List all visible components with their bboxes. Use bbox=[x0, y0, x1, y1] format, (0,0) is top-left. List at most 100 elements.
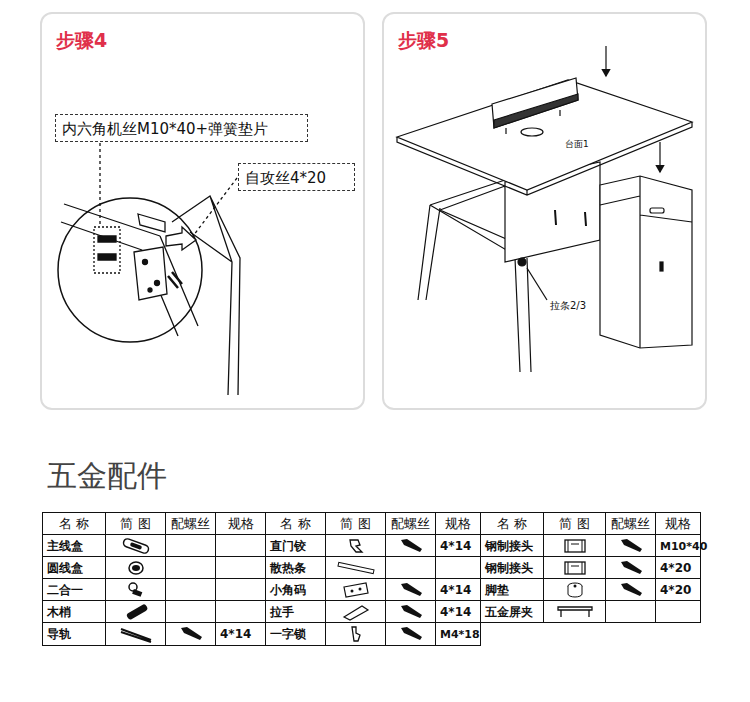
screw-icon bbox=[391, 537, 431, 555]
screw-icon-part bbox=[401, 627, 422, 640]
table-cell: 简 图 bbox=[543, 512, 606, 535]
table-cell-text: 主线盒 bbox=[47, 537, 83, 554]
desk-drawing bbox=[397, 46, 692, 372]
box-icon bbox=[116, 537, 156, 555]
screw-icon-part bbox=[621, 583, 642, 596]
table-cell-text: 二合一 bbox=[47, 581, 83, 598]
table-cell-text: 4*14 bbox=[440, 605, 471, 619]
screw-icon-part bbox=[621, 539, 642, 552]
table-cell-text: M4*18 bbox=[440, 628, 480, 641]
table-header: 规格 bbox=[445, 515, 471, 533]
screw-frame bbox=[94, 227, 120, 273]
foot-icon bbox=[555, 581, 595, 599]
leader-line bbox=[99, 143, 100, 226]
table-cell bbox=[325, 556, 386, 579]
hole bbox=[143, 260, 148, 265]
table-cell bbox=[215, 534, 266, 557]
table-cell bbox=[605, 534, 656, 557]
table-cell: 导轨 bbox=[42, 622, 106, 646]
table-cell bbox=[165, 600, 216, 623]
screw-icon bbox=[611, 537, 651, 555]
table-cell: 木梢 bbox=[42, 600, 106, 623]
handle-icon-part bbox=[344, 606, 368, 620]
cable-hole bbox=[521, 128, 543, 136]
direction-arrow bbox=[166, 227, 196, 250]
arrow bbox=[605, 46, 606, 76]
table-cell bbox=[165, 556, 216, 579]
cabinet bbox=[600, 176, 692, 348]
table-cell bbox=[385, 534, 436, 557]
table-cell: M10*40 bbox=[655, 534, 701, 557]
callout-box: 自攻丝4*20 bbox=[238, 163, 355, 191]
table-cell: 直门铰 bbox=[265, 534, 326, 557]
table-cell-text: 4*14 bbox=[440, 583, 471, 597]
table-cell-text: 一字锁 bbox=[270, 626, 306, 643]
table-cell: 主线盒 bbox=[42, 534, 106, 557]
screw-icon bbox=[611, 581, 651, 599]
table-cell bbox=[215, 600, 266, 623]
table-cell: 规格 bbox=[655, 512, 701, 535]
table-cell: 五金屏夹 bbox=[480, 600, 544, 623]
frame-leg bbox=[172, 196, 240, 395]
table-cell: 圆线盒 bbox=[42, 556, 106, 579]
table-cell: 简 图 bbox=[105, 512, 166, 535]
table-header: 规格 bbox=[228, 515, 254, 533]
bolt bbox=[98, 236, 116, 260]
table-cell: 配螺丝 bbox=[165, 512, 216, 535]
dowel-icon bbox=[116, 603, 156, 621]
step-title: 步骤4 bbox=[56, 28, 107, 54]
joint-icon-part bbox=[565, 540, 585, 552]
arrow bbox=[659, 142, 660, 172]
bracket bbox=[138, 214, 165, 232]
table-cell bbox=[325, 622, 386, 646]
table-cell: 规格 bbox=[435, 512, 481, 535]
table-cell bbox=[385, 600, 436, 623]
table-cell: 二合一 bbox=[42, 578, 106, 601]
leader-line bbox=[527, 268, 547, 300]
table-cell-text: M10*40 bbox=[660, 539, 707, 552]
corner-icon-part bbox=[344, 583, 368, 597]
table-header: 配螺丝 bbox=[611, 515, 650, 533]
table-cell: 钢制接头 bbox=[480, 534, 544, 557]
table-cell bbox=[105, 600, 166, 623]
table-cell: 4*14 bbox=[435, 534, 481, 557]
part-label: 台面1 bbox=[564, 138, 590, 151]
table-cell bbox=[105, 534, 166, 557]
box-icon-part bbox=[129, 542, 142, 550]
table-cell bbox=[543, 578, 606, 601]
table-cell: M4*18 bbox=[435, 622, 481, 646]
table-cell: 名 称 bbox=[265, 512, 326, 535]
handle-icon bbox=[336, 603, 376, 621]
table-header: 配螺丝 bbox=[171, 515, 210, 533]
detail-circle bbox=[58, 198, 202, 342]
table-cell bbox=[655, 600, 701, 623]
desktop-edge bbox=[397, 122, 692, 195]
table-cell: 4*14 bbox=[215, 622, 266, 646]
table-cell-text: 散热条 bbox=[270, 559, 306, 576]
table-cell: 名 称 bbox=[42, 512, 106, 535]
screw-icon bbox=[391, 625, 431, 643]
step-panel: 步骤4 内六角机丝M10*40+弹簧垫片自攻丝4*20 bbox=[40, 12, 365, 410]
callout-text: 内六角机丝M10*40+弹簧垫片 bbox=[62, 119, 268, 139]
screen-foot bbox=[506, 110, 560, 134]
table-header: 名 称 bbox=[280, 515, 310, 533]
screw bbox=[555, 210, 586, 226]
table-cell bbox=[105, 556, 166, 579]
clip-icon bbox=[555, 603, 595, 621]
dowel-icon-part bbox=[125, 603, 148, 620]
screw-icon bbox=[611, 559, 651, 577]
lock bbox=[660, 262, 663, 271]
table-cell bbox=[605, 556, 656, 579]
lock-icon-part bbox=[352, 627, 360, 641]
corner-icon bbox=[336, 581, 376, 599]
screw-icon bbox=[391, 581, 431, 599]
table-cell: 小角码 bbox=[265, 578, 326, 601]
table-cell: 4*14 bbox=[435, 600, 481, 623]
screw-icon bbox=[391, 603, 431, 621]
hole bbox=[148, 288, 152, 292]
screw bbox=[168, 272, 182, 288]
table-cell: 脚垫 bbox=[480, 578, 544, 601]
table-cell: 一字锁 bbox=[265, 622, 326, 646]
table-cell-text: 4*20 bbox=[660, 583, 691, 597]
joint-icon bbox=[555, 537, 595, 555]
